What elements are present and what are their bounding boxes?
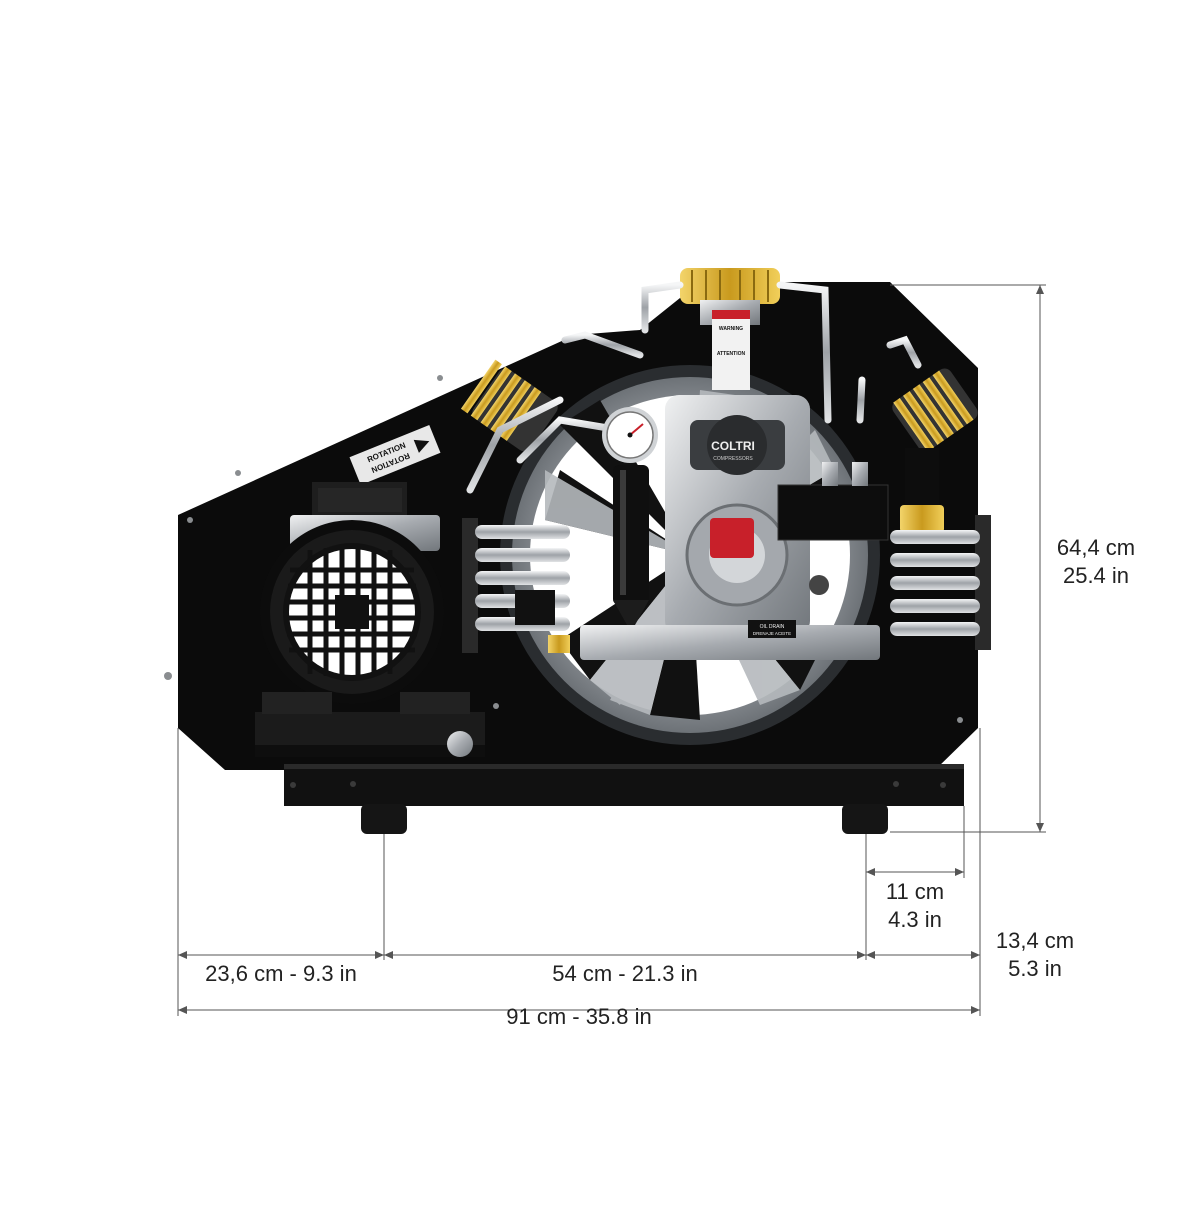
dimension-arrows	[178, 285, 1044, 1014]
attention-text: ATTENTION	[717, 351, 746, 357]
side-cm: 13,4 cm	[995, 928, 1075, 953]
dimension-lines	[177, 284, 1046, 1016]
foot-width-label: 11 cm 4.3 in	[855, 878, 975, 934]
brand-logo: COLTRI	[711, 439, 755, 453]
lower-manifold	[580, 625, 880, 660]
oil-drain-label: OIL DRAIN DRENAJE ACEITE	[748, 620, 796, 638]
cooler-right	[890, 515, 991, 650]
oil-drain-text-1: OIL DRAIN	[760, 624, 785, 630]
cylinder-head-right	[892, 368, 978, 452]
frame-bolts	[164, 375, 963, 723]
base-rail	[284, 764, 964, 806]
rotation-sticker: ROTATION ROTATION	[349, 424, 441, 486]
left-span-label: 23,6 cm - 9.3 in	[205, 961, 357, 986]
cooler-left	[462, 518, 570, 653]
solenoid-box	[777, 484, 889, 541]
mid-span-label: 54 cm - 21.3 in	[552, 961, 698, 986]
red-valve-block	[710, 518, 754, 558]
foot-in: 4.3 in	[888, 907, 942, 932]
warning-labels: WARNING ATTENTION	[712, 310, 750, 390]
crankcase: COLTRI COMPRESSORS	[665, 395, 829, 635]
oil-drain-text-2: DRENAJE ACEITE	[753, 631, 791, 636]
base-holes	[290, 781, 946, 788]
side-in: 5.3 in	[1008, 956, 1062, 981]
brand-subtitle: COMPRESSORS	[713, 456, 753, 462]
height-label: 64,4 cm 25.4 in	[1036, 534, 1156, 590]
filter-tower	[613, 465, 649, 625]
foot-cm: 11 cm	[885, 879, 945, 904]
electric-motor	[255, 482, 485, 757]
height-cm: 64,4 cm	[1056, 535, 1136, 560]
support-legs	[575, 660, 888, 765]
foot-right	[842, 804, 888, 834]
cylinder-head-left	[460, 359, 558, 452]
rotation-arrow-icon	[413, 439, 430, 453]
condensate-valve	[905, 448, 939, 508]
total-span-label: 91 cm - 35.8 in	[506, 1004, 652, 1029]
side-offset-label: 13,4 cm 5.3 in	[970, 927, 1100, 983]
warning-text: WARNING	[719, 326, 743, 332]
pressure-gauge-icon	[602, 407, 658, 463]
piping	[466, 281, 922, 504]
foot-left	[361, 804, 407, 834]
height-in: 25.4 in	[1062, 563, 1130, 588]
